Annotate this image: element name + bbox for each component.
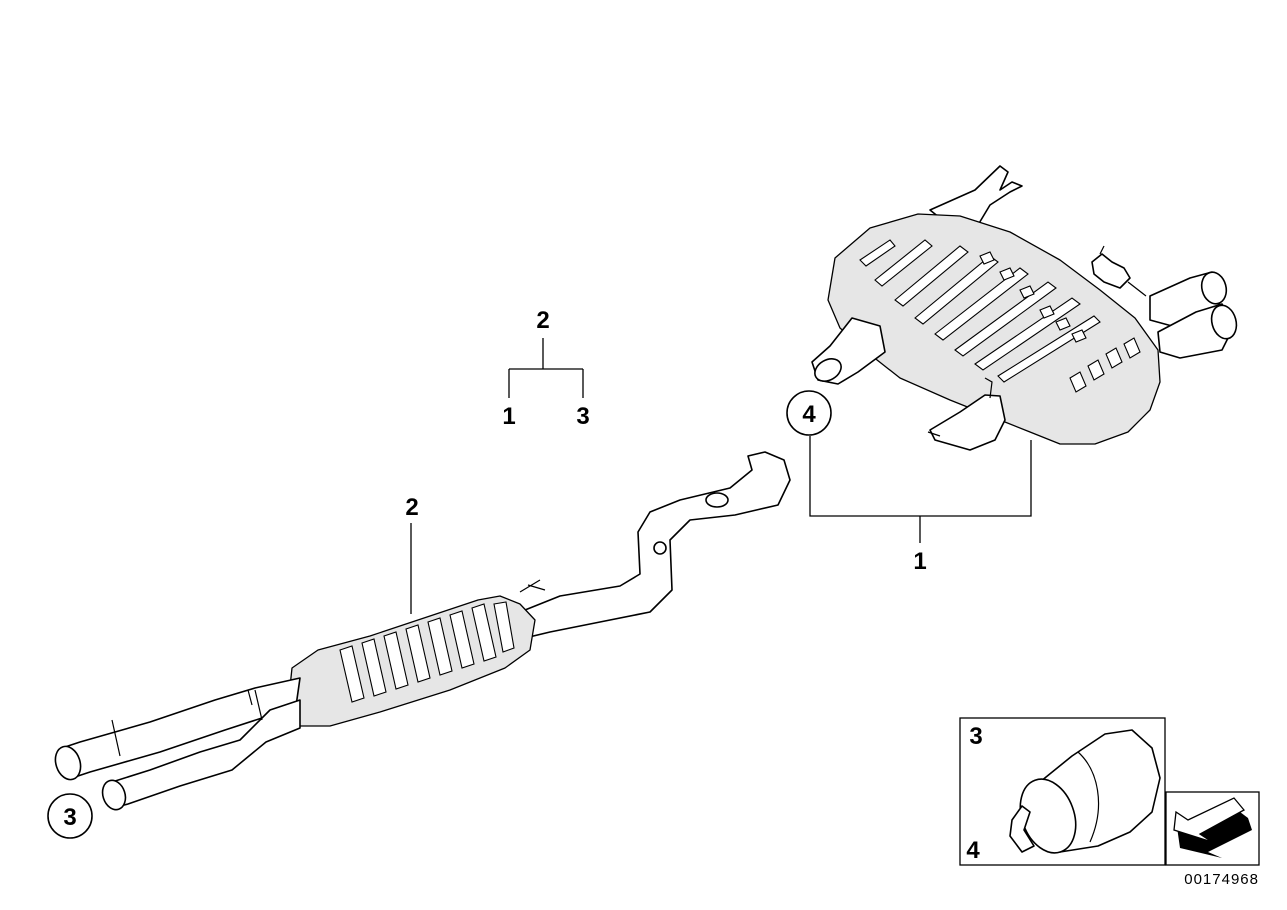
rear-mount-bracket (929, 394, 1006, 451)
mount-bolts (1099, 245, 1147, 297)
pipe-joint-lines (111, 689, 263, 757)
arrow-icon (1173, 797, 1246, 843)
tree-left-label: 1 (502, 403, 515, 430)
inlet-pipe-opening-upper (54, 745, 82, 781)
middle-silencer-assembly: 2 3 (47, 451, 791, 839)
pipe-hanger (519, 579, 546, 593)
callout-rear-label: 4 (802, 401, 816, 428)
inset-label-bottom: 4 (966, 837, 980, 864)
rear-silencer-assembly: 4 1 (786, 165, 1238, 575)
tailpipe-upper-opening (1200, 271, 1228, 305)
tree-root-label: 2 (536, 307, 549, 334)
rear-silencer-label: 1 (913, 548, 926, 575)
callout-circle-tailpipe (47, 793, 93, 839)
rear-silencer-leader (809, 436, 1032, 543)
tree-connector-lines (508, 338, 584, 398)
middle-silencer-label: 2 (405, 494, 418, 521)
rear-silencer-slots (859, 239, 1141, 393)
direction-arrow-box (1165, 791, 1260, 866)
inlet-pipe-opening-lower (101, 779, 127, 811)
callout-circle-rear (786, 390, 832, 436)
hanger-hole (705, 492, 729, 508)
bracket-lines (927, 377, 993, 437)
tree-right-label: 3 (576, 403, 589, 430)
hierarchy-tree: 2 1 3 (502, 307, 589, 430)
inset-label-top: 3 (969, 723, 982, 750)
rear-inlet-opening (814, 358, 842, 382)
rubber-mount (1091, 253, 1131, 289)
arrow-shadow (1176, 806, 1252, 858)
pipe-bracket (653, 541, 667, 555)
inset-tailpipe-seam (1077, 751, 1100, 843)
inset-tailpipe-clamp (1009, 805, 1035, 853)
middle-silencer-ribs (339, 601, 515, 703)
tailpipe-lower-opening (1210, 304, 1238, 340)
reference-number: 00174968 (1184, 871, 1259, 888)
inset-detail: 3 4 (959, 717, 1166, 866)
callout-tailpipe-label: 3 (63, 804, 76, 831)
